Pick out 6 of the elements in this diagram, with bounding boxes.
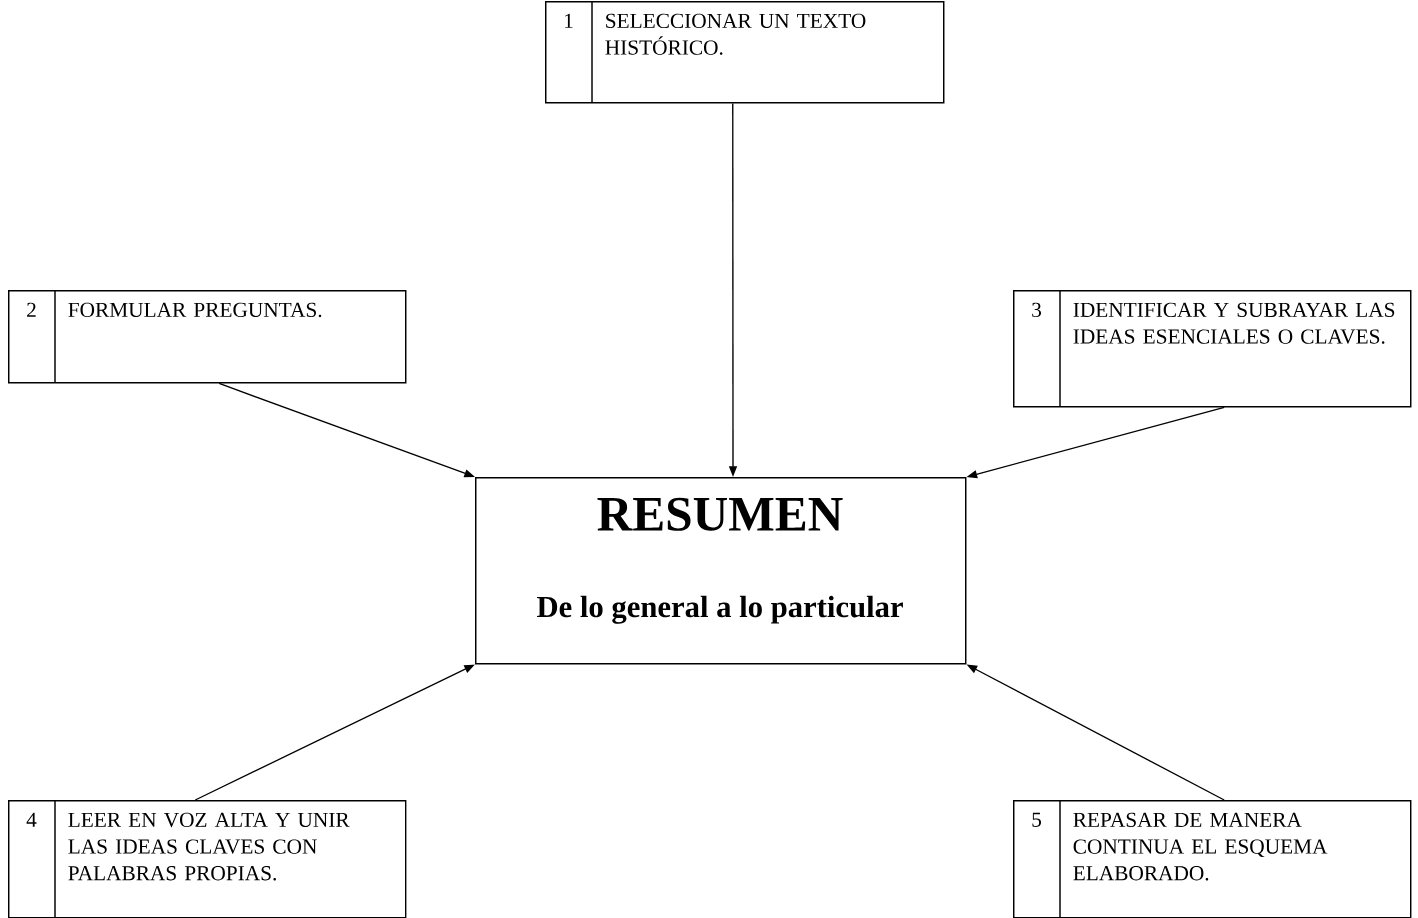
- step-box: 2 FORMULAR PREGUNTAS.: [8, 289, 407, 384]
- step-box: 4 LEER EN VOZ ALTA Y UNIR LAS IDEAS CLAVES CON PALABRAS PROPIAS.: [8, 799, 407, 918]
- step-box: 1 SELECCIONAR UN TEXTO HISTÓRICO.: [545, 0, 945, 104]
- summary-box: RESUMEN De lo general a lo particular: [475, 477, 967, 665]
- step-box: 3 IDENTIFICAR Y SUBRAYAR LAS IDEAS ESENCIALES O CLAVES.: [1013, 289, 1412, 408]
- step-box: 5 REPASAR DE MANERA CONTINUA EL ESQUEMA ELABORADO.: [1013, 799, 1412, 918]
